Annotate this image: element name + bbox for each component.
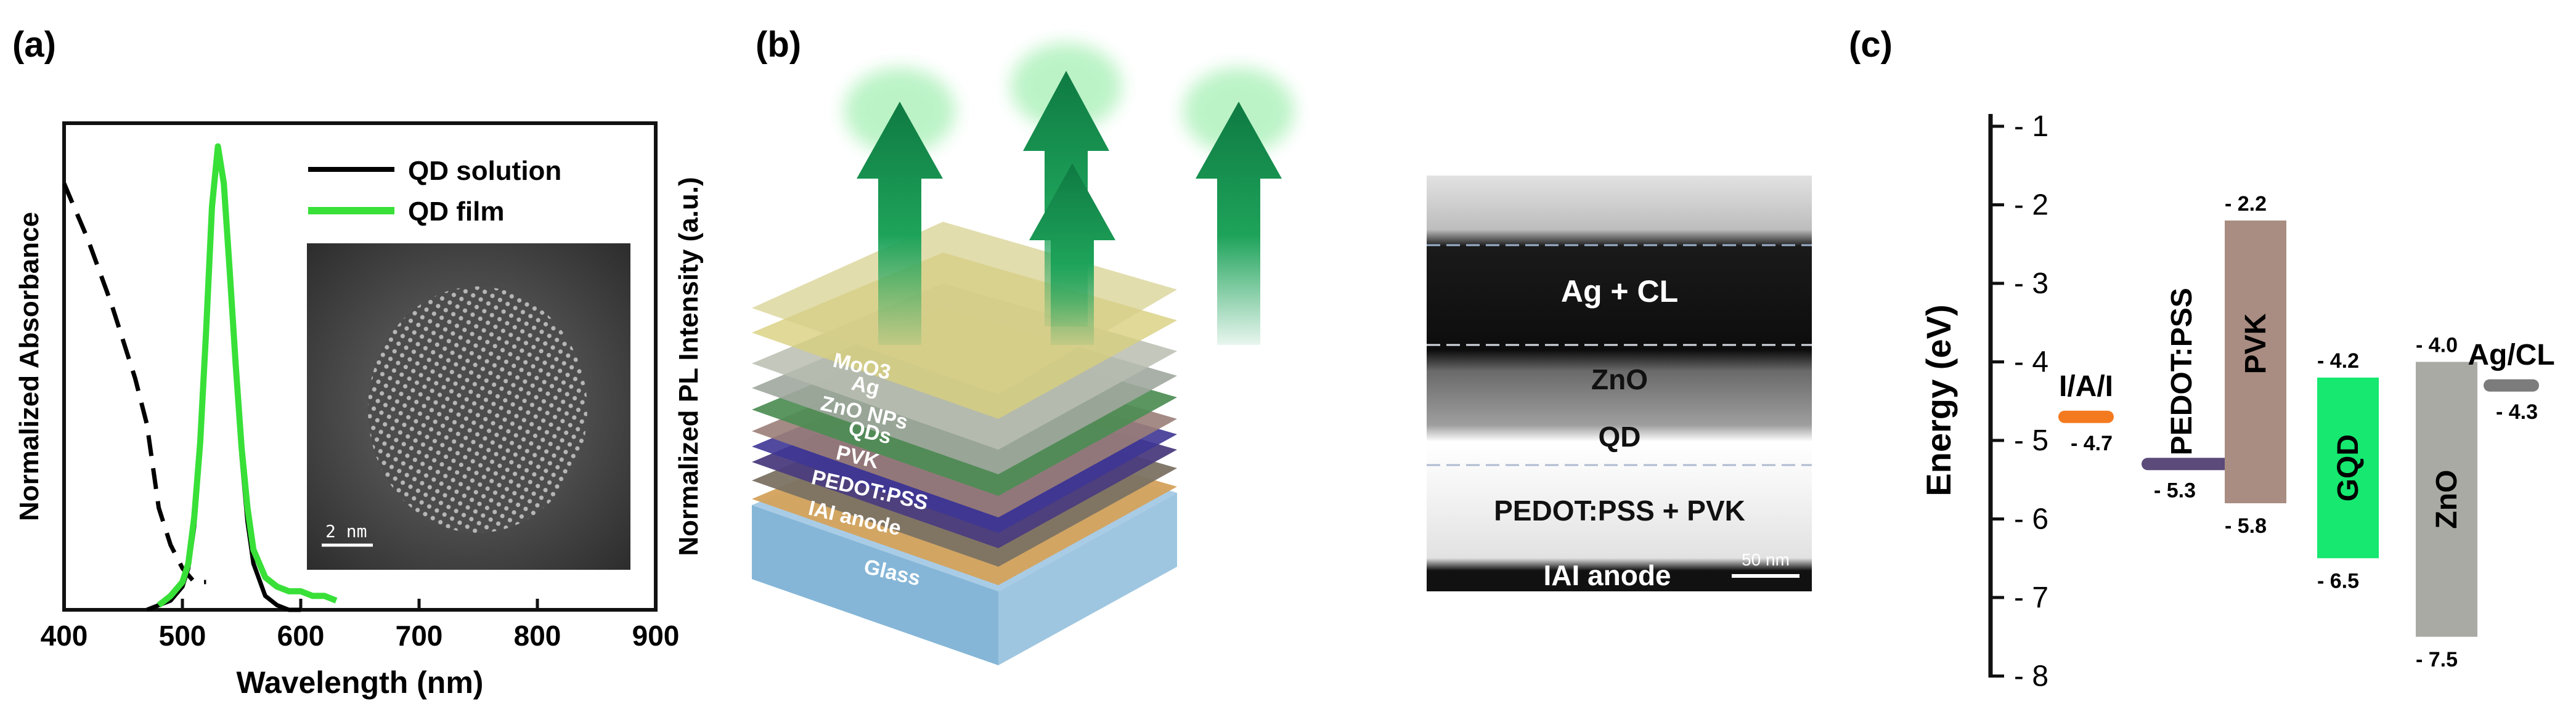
level-value-ag-cl: - 4.3 (2496, 400, 2538, 424)
level-pvk (2225, 221, 2286, 503)
glass-side (752, 493, 1177, 665)
y-tick-label: - 7 (2014, 581, 2048, 614)
level-top-zno: - 4.0 (2416, 334, 2458, 357)
panel-label-b: (b) (756, 25, 801, 65)
device-structure: (b) MoO3 Ag ZnO NPs QDs PVK PEDOT:PSS (752, 25, 1812, 665)
level-bottom-pvk: - 5.8 (2225, 514, 2267, 538)
y-tick-label: - 4 (2014, 346, 2048, 379)
y-axis-title-left: Normalized Absorbance (14, 212, 44, 521)
absorbance-line (62, 182, 206, 585)
x-tick-label: 500 (159, 620, 206, 652)
level-value-i-a-i: - 4.7 (2071, 432, 2113, 455)
level-top-gqd: - 4.2 (2317, 349, 2359, 373)
x-axis: 400 500 600 700 800 900 (41, 599, 680, 652)
tem-label-zno: ZnO (1591, 363, 1648, 395)
level-top-pvk: - 2.2 (2225, 192, 2267, 216)
energy-levels: I/A/I - 4.7 PEDOT:PSS - 5.3 PVK - 2.2 - 5.8 GQD… (2058, 192, 2555, 671)
level-name-ag-cl: Ag/CL (2468, 339, 2554, 371)
level-name-i-a-i: I/A/I (2059, 370, 2113, 403)
tem-label-ag-cl: Ag + CL (1561, 274, 1678, 309)
y-tick-label: - 2 (2014, 189, 2048, 222)
tem-scalebar-label: 50 nm (1742, 550, 1790, 569)
emission-arrows (844, 43, 1294, 345)
level-bottom-gqd: - 6.5 (2317, 569, 2359, 593)
y-tick-label: - 3 (2014, 267, 2048, 300)
y-tick-label: - 5 (2014, 424, 2048, 457)
y-axis: - 1 - 2 - 3 - 4 - 5 - 6 - 7 - 8 (1991, 110, 2048, 693)
level-name-zno: ZnO (2431, 470, 2463, 529)
x-tick-label: 800 (514, 620, 561, 652)
plot-frame (62, 121, 658, 612)
tem-cross-section: Ag + CL ZnO QD PEDOT:PSS + PVK IAI anode… (1427, 176, 1812, 591)
y-tick-label: - 6 (2014, 503, 2048, 536)
panel-b: (b) MoO3 Ag ZnO NPs QDs PVK PEDOT:PSS (709, 0, 1818, 717)
x-tick-label: 900 (632, 620, 680, 652)
tem-label-qd: QD (1599, 421, 1641, 453)
panel-c: (c) - 1 - 2 - 3 - 4 - 5 - 6 - 7 - 8 Energy (eV)… (1843, 0, 2576, 717)
tem-label-iai: IAI anode (1543, 559, 1671, 591)
level-name-pvk: PVK (2240, 313, 2272, 374)
arrow-up-icon (1029, 163, 1115, 345)
panel-label-a: (a) (12, 25, 56, 65)
legend: QD solution QD film (308, 156, 561, 227)
energy-diagram: (c) - 1 - 2 - 3 - 4 - 5 - 6 - 7 - 8 Energy (eV)… (1849, 25, 2555, 693)
x-tick-label: 600 (277, 620, 325, 652)
panel-a: (a) 400 500 600 700 800 900 QD solution QD fi… (0, 0, 704, 717)
x-tick-label: 700 (396, 620, 443, 652)
panel-label-c: (c) (1849, 25, 1893, 65)
pl-film-line (157, 143, 338, 608)
level-name-gqd: GQD (2332, 434, 2365, 501)
tem-label-pedot-pvk: PEDOT:PSS + PVK (1494, 495, 1745, 527)
y-tick-label: - 8 (2014, 660, 2048, 693)
level-gqd (2317, 378, 2379, 559)
legend-label-film: QD film (408, 196, 504, 227)
y-axis-title-right: Normalized PL Intensity (a.u.) (674, 177, 704, 556)
y-tick-label: - 1 (2014, 110, 2048, 143)
series-group (62, 143, 338, 612)
y-axis-title: Energy (eV) (1919, 304, 1958, 496)
spectrum-chart: (a) 400 500 600 700 800 900 QD solution QD fi… (12, 25, 704, 700)
inset-scalebar-label: 2 nm (325, 521, 367, 541)
level-value-pedot-pss: - 5.3 (2154, 479, 2196, 502)
layer-stack (752, 222, 1177, 665)
x-tick-label: 400 (41, 620, 88, 652)
level-name-pedot-pss: PEDOT:PSS (2166, 288, 2198, 455)
legend-label-solution: QD solution (408, 156, 561, 186)
tem-inset-image: 2 nm (307, 243, 630, 570)
arrow-up-icon (1196, 102, 1282, 345)
level-zno (2416, 362, 2477, 637)
arrow-up-icon (857, 102, 943, 345)
level-bottom-zno: - 7.5 (2416, 648, 2458, 671)
x-axis-title: Wavelength (nm) (237, 665, 484, 700)
